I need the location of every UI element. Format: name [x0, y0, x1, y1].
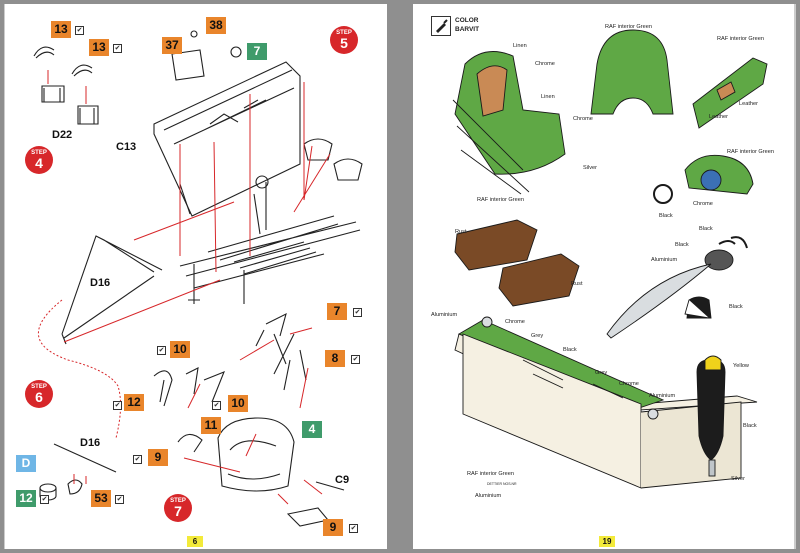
- color-label: RAF interior Green: [477, 197, 524, 203]
- step-word: STEP: [31, 384, 47, 390]
- color-label: Black: [743, 423, 757, 429]
- part-tag: 38: [206, 17, 226, 34]
- part-tag: 13: [51, 21, 71, 38]
- painting-drawing-right: [452, 4, 796, 549]
- part-label: C9: [335, 474, 350, 486]
- color-label: Chrome: [505, 319, 525, 325]
- check-box[interactable]: ✔: [157, 346, 166, 355]
- color-label: RAF interior Green: [727, 149, 774, 155]
- instruction-page-right: COLOR BARVIT Linen Chrome Linen Chrome S…: [413, 4, 796, 549]
- part-label: D22: [52, 129, 73, 141]
- color-label: RAF interior Green: [467, 471, 514, 477]
- legend-title: COLOR: [455, 17, 479, 24]
- step-number: 5: [340, 35, 348, 51]
- step-number: 7: [174, 503, 182, 519]
- color-label: Leather: [709, 114, 728, 120]
- color-label: RAF interior Green: [717, 36, 764, 42]
- color-label: Grey: [595, 370, 608, 376]
- color-label: Rust: [455, 229, 467, 235]
- step-badge: STEP 7: [164, 494, 192, 522]
- check-box[interactable]: ✔: [40, 495, 49, 504]
- check-box[interactable]: ✔: [351, 355, 360, 364]
- check-box[interactable]: ✔: [115, 495, 124, 504]
- color-label: Aluminium: [431, 312, 458, 318]
- step-badge: STEP 5: [330, 26, 358, 54]
- step-word: STEP: [31, 150, 47, 156]
- check-box[interactable]: ✔: [113, 401, 122, 410]
- part-tag: 12: [16, 490, 36, 507]
- color-label: Aluminium: [651, 257, 678, 263]
- color-label: Black: [729, 304, 743, 310]
- check-box[interactable]: ✔: [75, 26, 84, 35]
- paintbrush-icon: [431, 16, 451, 36]
- step-word: STEP: [170, 498, 186, 504]
- color-label: Aluminium: [649, 393, 676, 399]
- page-number: 6: [187, 536, 203, 547]
- part-tag: 53: [91, 490, 111, 507]
- part-tag: 12: [124, 394, 144, 411]
- color-label: Linen: [513, 43, 527, 49]
- part-clip: [33, 46, 55, 59]
- color-label: Silver: [731, 476, 745, 482]
- part-tag: D: [16, 455, 36, 472]
- part-tag: 10: [170, 341, 190, 358]
- step-word: STEP: [336, 30, 352, 36]
- page-number: 19: [599, 536, 615, 547]
- check-box[interactable]: ✔: [133, 455, 142, 464]
- color-label: Black: [659, 213, 673, 219]
- part-tag: 7: [247, 43, 267, 60]
- part-tag: 10: [228, 395, 248, 412]
- color-label: RAF interior Green: [605, 24, 652, 30]
- color-label: Chrome: [693, 201, 713, 207]
- color-label: Aluminium: [475, 493, 502, 499]
- color-label: Black: [675, 242, 689, 248]
- part-tag: 9: [148, 449, 168, 466]
- check-box[interactable]: ✔: [212, 401, 221, 410]
- part-tag: 9: [323, 519, 343, 536]
- part-tag: 37: [162, 37, 182, 54]
- color-label: Chrome: [573, 116, 593, 122]
- check-box[interactable]: ✔: [353, 308, 362, 317]
- part-label: D16: [80, 437, 101, 449]
- color-label: Grey: [531, 333, 544, 339]
- color-label: Linen: [541, 94, 555, 100]
- part-tag: 11: [201, 417, 221, 434]
- color-label: Chrome: [535, 61, 555, 67]
- check-box[interactable]: ✔: [349, 524, 358, 533]
- part-tag: 13: [89, 39, 109, 56]
- color-label: Rust: [571, 281, 583, 287]
- color-label: Black: [699, 226, 713, 232]
- color-label: Silver: [583, 165, 597, 171]
- color-label: Yellow: [733, 363, 749, 369]
- step-number: 4: [35, 155, 43, 171]
- color-label: Black: [563, 347, 577, 353]
- part-label: C13: [116, 141, 137, 153]
- check-box[interactable]: ✔: [113, 44, 122, 53]
- assembly-drawing-left: [4, 4, 363, 549]
- color-label: Chrome: [619, 381, 639, 387]
- part-tag: 7: [327, 303, 347, 320]
- part-tag: 4: [302, 421, 322, 438]
- part-label: D16: [90, 277, 111, 289]
- color-label: Leather: [739, 101, 758, 107]
- step-number: 6: [35, 389, 43, 405]
- legend-brand: BARVIT: [455, 26, 480, 33]
- decal-label: DETTIER NOS.NR: [487, 482, 517, 486]
- instruction-page-left: 13 ✔ 13 ✔ 38 37 7 7 ✔ ✔ 10 8 ✔ ✔ 12 ✔ 10…: [4, 4, 387, 549]
- step-badge: STEP 4: [25, 146, 53, 174]
- part-tag: 8: [325, 350, 345, 367]
- step-badge: STEP 6: [25, 380, 53, 408]
